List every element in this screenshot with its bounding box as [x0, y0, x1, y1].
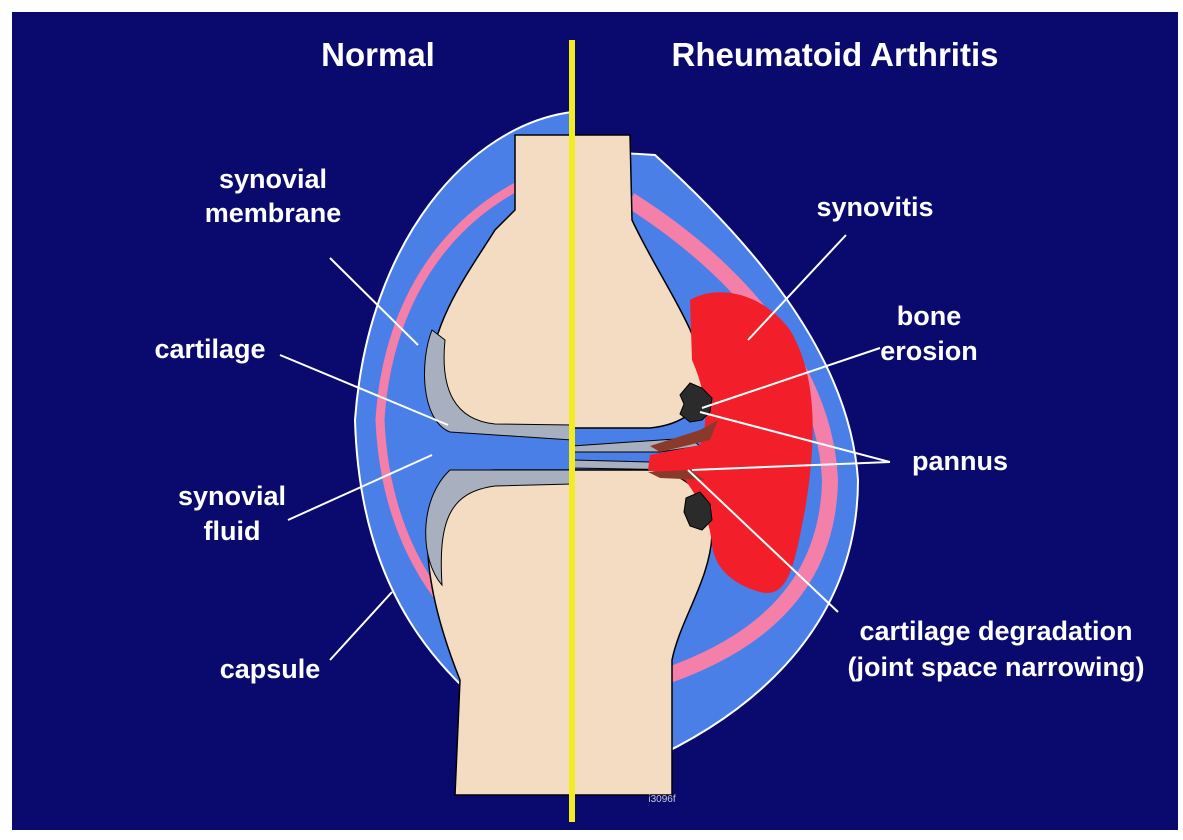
label-synovial-fluid-2: fluid: [204, 516, 261, 546]
label-cartilage: cartilage: [154, 334, 265, 364]
label-cartilage-degradation-1: cartilage degradation: [859, 616, 1132, 646]
label-bone-erosion-1: bone: [897, 301, 962, 331]
label-capsule: capsule: [220, 654, 321, 684]
label-synovial-membrane-1: synovial: [219, 164, 327, 194]
label-synovial-fluid-1: synovial: [178, 481, 286, 511]
heading-normal: Normal: [321, 36, 435, 73]
label-synovitis: synovitis: [816, 192, 933, 222]
heading-rheumatoid-arthritis: Rheumatoid Arthritis: [672, 36, 999, 73]
normal-joint-space: [420, 446, 572, 464]
label-cartilage-degradation-2: (joint space narrowing): [847, 652, 1144, 682]
label-bone-erosion-2: erosion: [880, 336, 978, 366]
ra-joint-space: [572, 452, 662, 460]
figure-code: i3096f: [648, 794, 675, 805]
divider-line: [569, 40, 575, 822]
label-synovial-membrane-2: membrane: [205, 198, 342, 228]
label-pannus: pannus: [912, 446, 1008, 476]
